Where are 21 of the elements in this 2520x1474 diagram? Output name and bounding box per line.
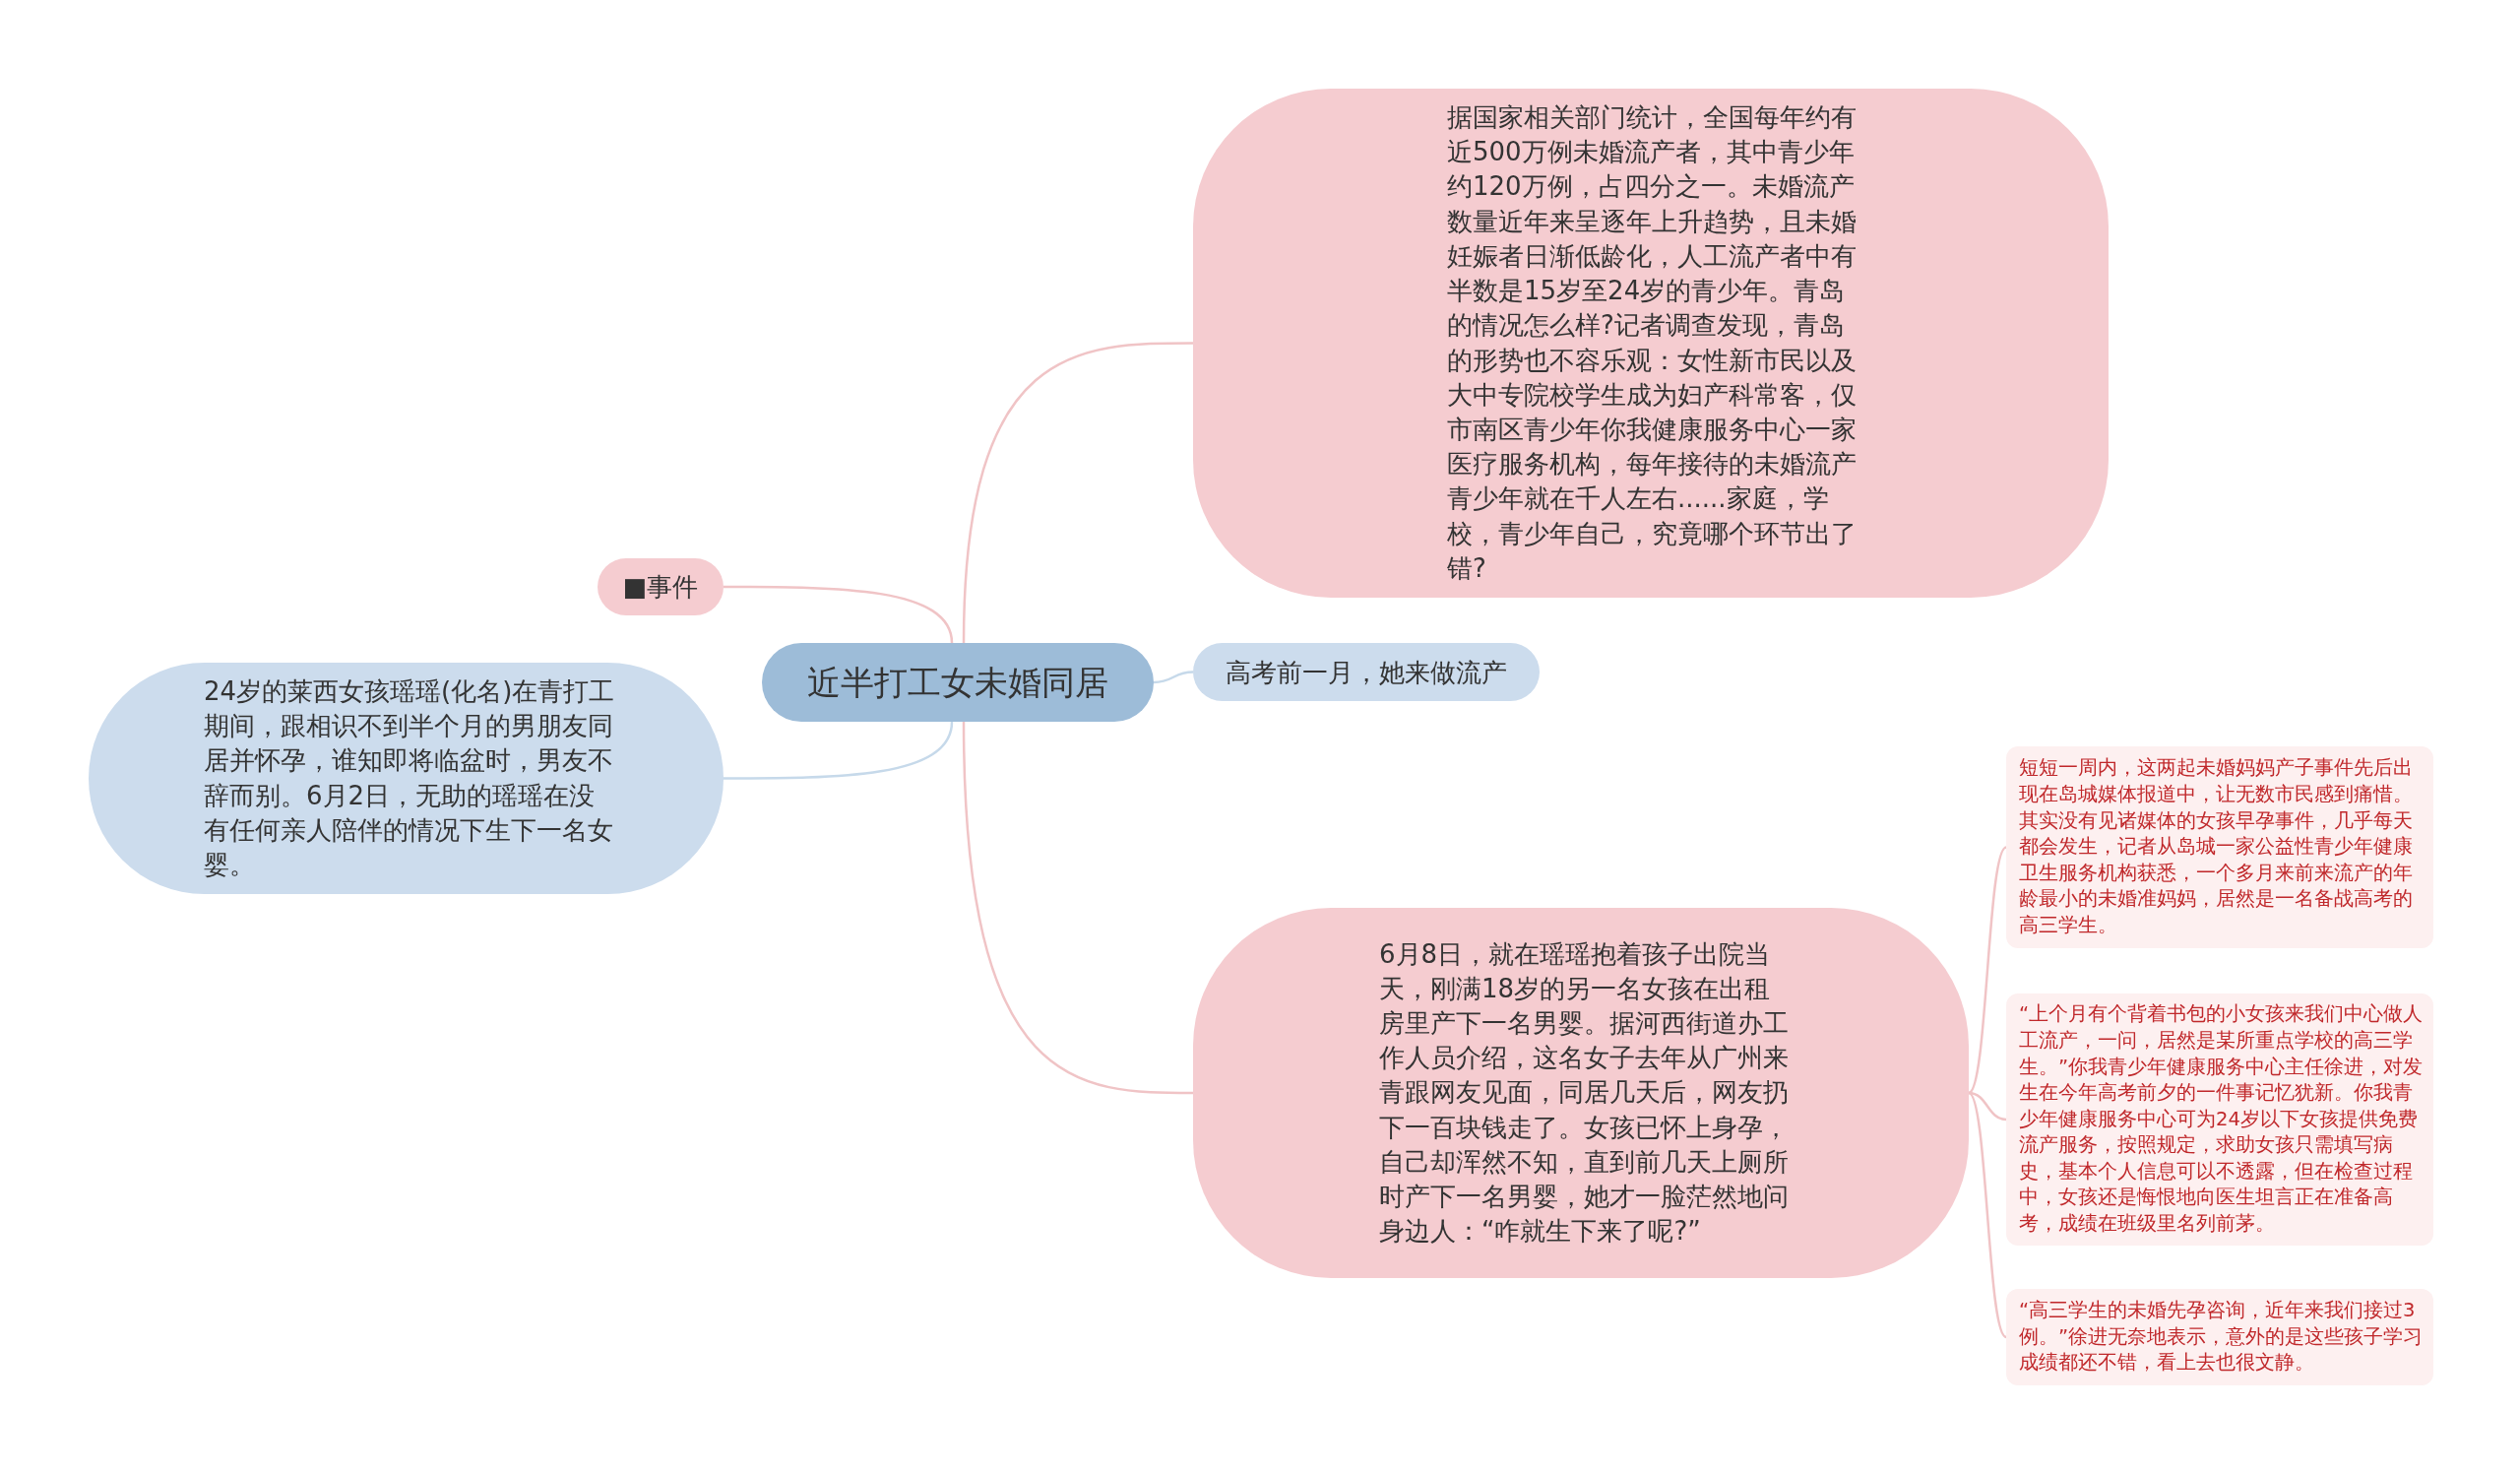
bubble-text: 据国家相关部门统计，全国每年约有近500万例未婚流产者，其中青少年约120万例，占四分之一。未婚流产数量近年来呈逐年上升趋势，且未婚妊娠者日渐低龄化，人工流产者中有半数是15岁至24岁的青少年。青岛的情况怎么样?记者调查发现，青岛的形势也不容乐观：女性新市民以及大中专院校学生成为妇产科常客，仅市南区青少年你我健康服务中心一家医疗服务机构，每年接待的未婚流产青少年就在千人左右......家庭，学校，青少年自己，究竟哪个环节出了错? [1447, 101, 1858, 585]
connector [1968, 846, 2007, 1094]
topic-text: ■事件 [622, 571, 699, 604]
connector [1968, 1091, 2007, 1122]
connector [724, 721, 954, 780]
connector [1153, 671, 1194, 684]
connector [962, 342, 1193, 644]
text-bubble [1193, 89, 2109, 598]
connector [1968, 1092, 2007, 1338]
note-card [2006, 746, 2433, 948]
note-text: “高三学生的未婚先孕咨询，近年来我们接过3例。”徐进无奈地表示，意外的是这些孩子学习成绩都还不错，看上去也很文静。 [2019, 1298, 2424, 1377]
connector [962, 721, 1193, 1095]
topic-text: 高考前一月，她来做流产 [1226, 656, 1507, 689]
note-card [2006, 1289, 2433, 1385]
note-text: “上个月有个背着书包的小女孩来我们中心做人工流产，一问，居然是某所重点学校的高三学生。”你我青少年健康服务中心主任徐进，对发生在今年高考前夕的一件事记忆犹新。你我青少年健康服务中心可为24岁以下女孩提供免费流产服务，按照规定，求助女孩只需填写病史，基本个人信息可以不透露，但在检查过程中，女孩还是悔恨地向医生坦言正在准备高考，成绩在班级里名列前茅。 [2019, 1001, 2424, 1238]
connector [724, 585, 954, 644]
topic-text: 近半打工女未婚同居 [807, 662, 1108, 704]
note-text: 短短一周内，这两起未婚妈妈产子事件先后出现在岛城媒体报道中，让无数市民感到痛惜。其实没有见诸媒体的女孩早孕事件，几乎每天都会发生，记者从岛城一家公益性青少年健康卫生服务机构获悉，一个多月来前来流产的年龄最小的未婚准妈妈，居然是一名备战高考的高三学生。 [2019, 755, 2414, 938]
bubble-text: 6月8日，就在瑶瑶抱着孩子出院当天，刚满18岁的另一名女孩在出租房里产下一名男婴。据河西街道办工作人员介绍，这名女子去年从广州来青跟网友见面，同居几天后，网友扔下一百块钱走了。女孩已怀上身孕，自己却浑然不知，直到前几天上厕所时产下一名男婴，她才一脸茫然地问身边人：“咋就生下来了呢?” [1379, 937, 1790, 1249]
bubble-text: 24岁的莱西女孩瑶瑶(化名)在青打工期间，跟相识不到半个月的男朋友同居并怀孕，谁知即将临盆时，男友不辞而别。6月2日，无助的瑶瑶在没有任何亲人陪伴的情况下生下一名女婴。 [204, 674, 616, 881]
topic-bubble [598, 558, 724, 615]
